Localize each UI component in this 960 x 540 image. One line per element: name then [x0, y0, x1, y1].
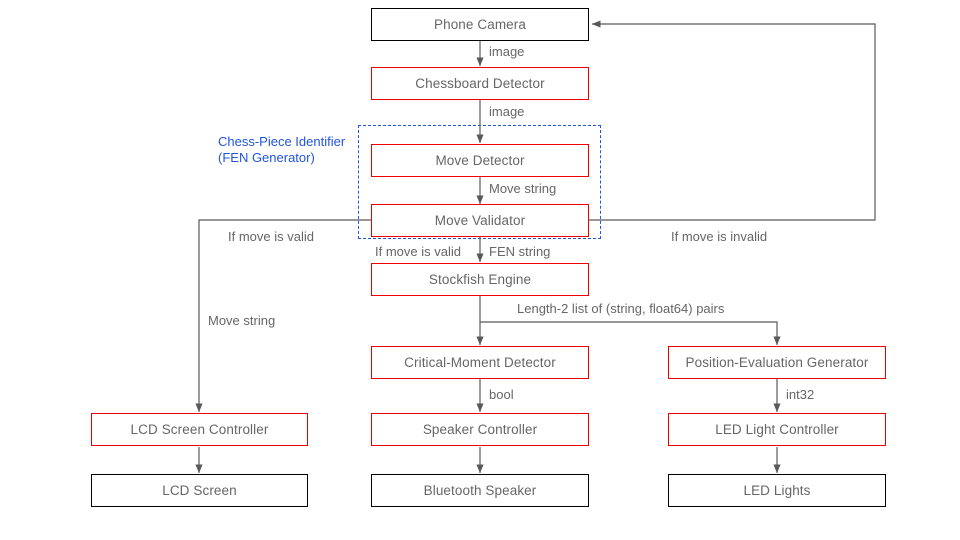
- edge-label-move-string-2: Move string: [208, 313, 276, 328]
- edge-label-if-move-invalid: If move is invalid: [671, 229, 768, 244]
- node-chessboard-detector[interactable]: Chessboard Detector: [371, 67, 589, 100]
- node-lcd-screen-controller[interactable]: LCD Screen Controller: [91, 413, 308, 446]
- node-label-move-validator: Move Validator: [434, 213, 526, 228]
- edge-label-bool: bool: [489, 387, 514, 402]
- node-position-evaluation-generator[interactable]: Position-Evaluation Generator: [668, 346, 886, 379]
- node-label-led-lights: LED Lights: [743, 483, 811, 498]
- node-label-led-light-controller: LED Light Controller: [715, 422, 839, 437]
- edge-label-fen-string: FEN string: [489, 244, 551, 259]
- edge-label-image-2: image: [489, 104, 525, 119]
- group-label-line-2: (FEN Generator): [218, 149, 315, 165]
- node-lcd-screen[interactable]: LCD Screen: [91, 474, 308, 507]
- edge-label-if-move-valid-left: If move is valid: [228, 229, 314, 244]
- node-led-light-controller[interactable]: LED Light Controller: [668, 413, 886, 446]
- node-phone-camera[interactable]: Phone Camera: [371, 8, 589, 41]
- node-label-position-evaluation-generator: Position-Evaluation Generator: [685, 355, 869, 370]
- node-move-detector[interactable]: Move Detector: [371, 144, 589, 177]
- group-label-chess-piece-identifier: Chess-Piece Identifier (FEN Generator): [218, 134, 345, 165]
- node-critical-moment-detector[interactable]: Critical-Moment Detector: [371, 346, 589, 379]
- node-label-move-detector: Move Detector: [435, 153, 525, 168]
- edge-label-move-string-1: Move string: [489, 181, 557, 196]
- edge-label-length2-list: Length-2 list of (string, float64) pairs: [517, 301, 725, 316]
- edge-label-image-1: image: [489, 44, 525, 59]
- node-speaker-controller[interactable]: Speaker Controller: [371, 413, 589, 446]
- node-led-lights[interactable]: LED Lights: [668, 474, 886, 507]
- node-bluetooth-speaker[interactable]: Bluetooth Speaker: [371, 474, 589, 507]
- node-label-bluetooth-speaker: Bluetooth Speaker: [423, 483, 537, 498]
- edge-move-validator-to-phone-camera-invalid: [589, 20, 876, 221]
- node-label-phone-camera: Phone Camera: [433, 17, 526, 32]
- node-stockfish-engine[interactable]: Stockfish Engine: [371, 263, 589, 296]
- node-move-validator[interactable]: Move Validator: [371, 204, 589, 237]
- node-label-speaker-controller: Speaker Controller: [422, 422, 538, 437]
- node-label-lcd-screen: LCD Screen: [162, 483, 237, 498]
- node-label-critical-moment-detector: Critical-Moment Detector: [404, 355, 556, 370]
- node-label-lcd-screen-controller: LCD Screen Controller: [130, 422, 269, 437]
- edge-label-int32: int32: [786, 387, 815, 402]
- node-label-stockfish-engine: Stockfish Engine: [428, 272, 532, 287]
- edge-stockfish-to-position-evaluation-generator: [480, 321, 781, 346]
- edge-label-if-move-valid-mid: If move is valid: [375, 244, 461, 259]
- node-label-chessboard-detector: Chessboard Detector: [415, 76, 545, 91]
- group-label-line-1: Chess-Piece Identifier: [218, 134, 346, 149]
